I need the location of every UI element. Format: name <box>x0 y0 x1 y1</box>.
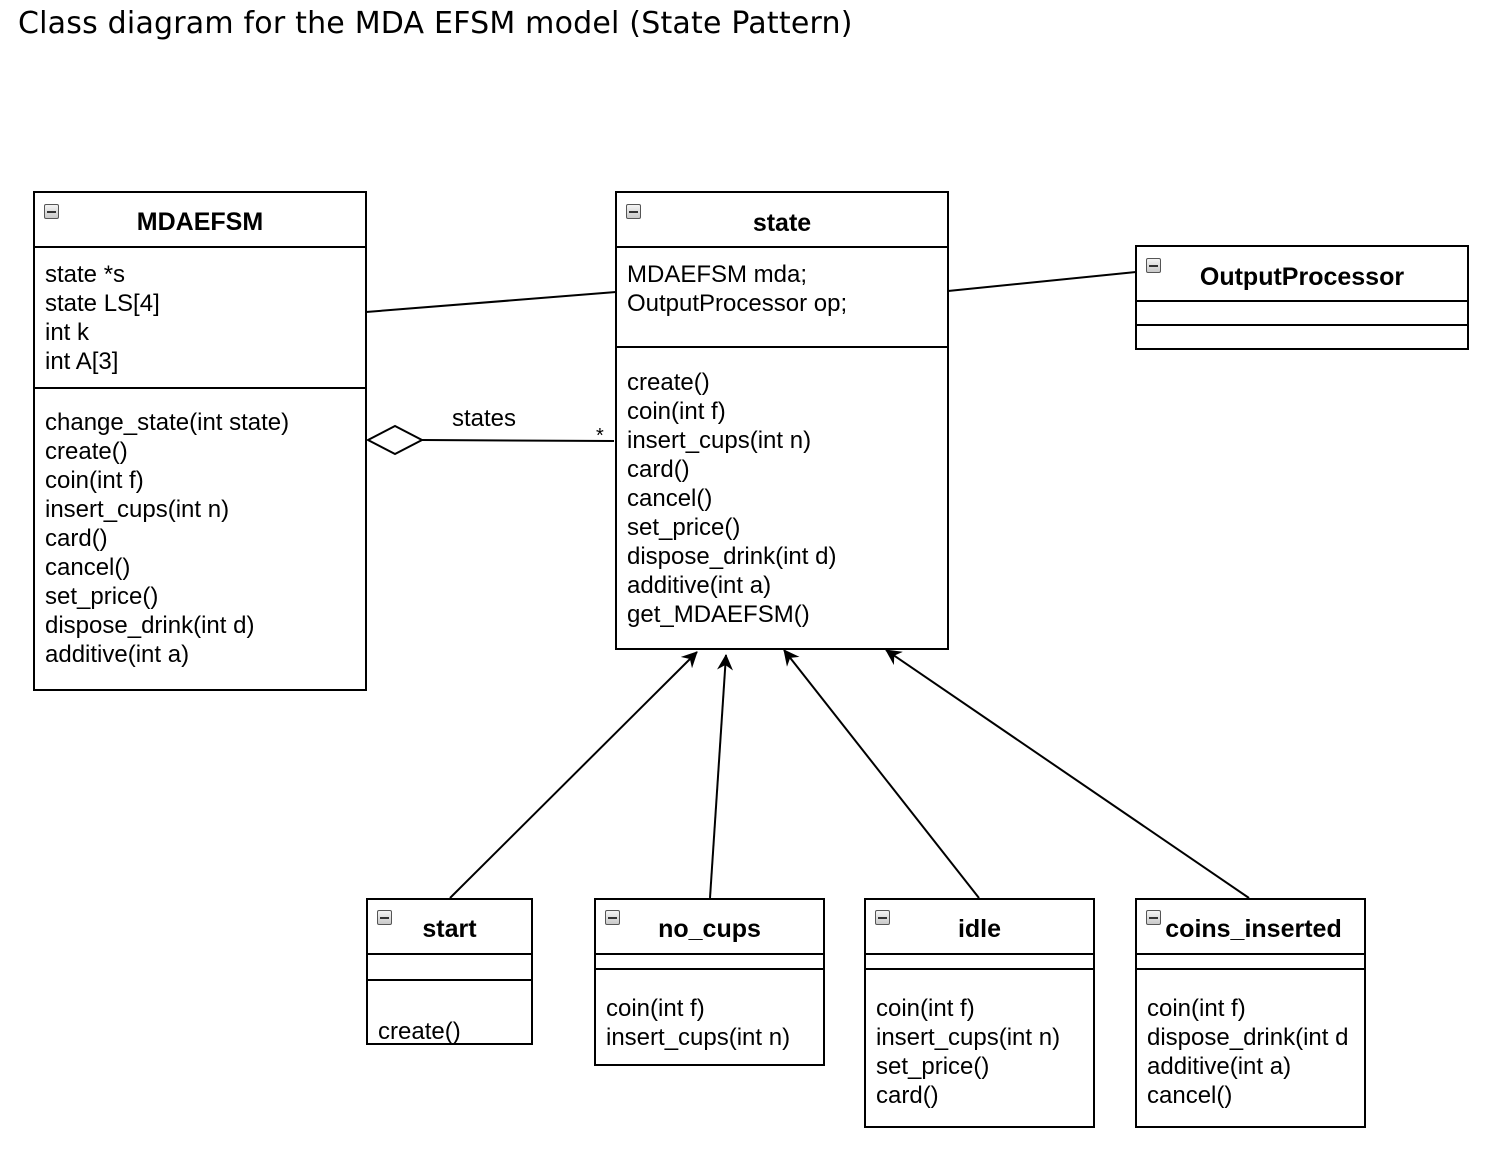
method: additive(int a) <box>627 572 772 599</box>
method: insert_cups(int n) <box>45 496 230 523</box>
method: coin(int f) <box>45 467 144 494</box>
method: create() <box>45 438 128 465</box>
method: insert_cups(int n) <box>627 427 812 454</box>
class-header: coins_inserted <box>1137 900 1364 955</box>
methods-section: coin(int f) insert_cups(int n) set_price… <box>866 970 1093 1110</box>
class-state: state MDAEFSM mda; OutputProcessor op; c… <box>615 191 949 650</box>
methods-section: create() <box>368 981 531 1046</box>
generalization-coins-inserted <box>885 649 1250 899</box>
attribute: OutputProcessor op; <box>627 290 848 317</box>
method: set_price() <box>876 1053 990 1080</box>
class-header: state <box>617 193 947 248</box>
method: coin(int f) <box>876 995 975 1022</box>
method: insert_cups(int n) <box>606 1024 791 1051</box>
class-header: MDAEFSM <box>35 193 365 248</box>
method: set_price() <box>627 514 741 541</box>
method: create() <box>378 1018 461 1045</box>
method: card() <box>627 456 690 483</box>
method: create() <box>627 369 710 396</box>
collapse-icon[interactable] <box>605 910 620 925</box>
method: additive(int a) <box>45 641 190 668</box>
method: insert_cups(int n) <box>876 1024 1061 1051</box>
collapse-icon[interactable] <box>626 204 641 219</box>
attributes-section <box>596 955 823 970</box>
association-state-outputprocessor <box>947 271 1137 292</box>
class-name: state <box>752 209 812 237</box>
generalization-idle <box>783 649 980 899</box>
class-name: coins_inserted <box>1165 915 1342 943</box>
class-header: no_cups <box>596 900 823 955</box>
attribute: int k <box>45 319 90 346</box>
aggregation-multiplicity: * <box>596 425 604 447</box>
attributes-section <box>1137 302 1467 326</box>
generalization-no-cups <box>709 654 733 899</box>
methods-section <box>1137 326 1467 348</box>
class-name: start <box>422 915 477 943</box>
collapse-icon[interactable] <box>1146 910 1161 925</box>
method: dispose_drink(int d) <box>45 612 255 639</box>
class-idle: idle coin(int f) insert_cups(int n) set_… <box>864 898 1095 1128</box>
methods-section: coin(int f) dispose_drink(int d additive… <box>1137 970 1364 1110</box>
class-name: OutputProcessor <box>1199 263 1405 291</box>
class-coins-inserted: coins_inserted coin(int f) dispose_drink… <box>1135 898 1366 1128</box>
method: get_MDAEFSM() <box>627 601 810 628</box>
method: dispose_drink(int d) <box>627 543 837 570</box>
method: cancel() <box>1147 1082 1233 1109</box>
attributes-section <box>368 955 531 981</box>
collapse-icon[interactable] <box>377 910 392 925</box>
class-name: MDAEFSM <box>136 208 264 236</box>
method: dispose_drink(int d <box>1147 1024 1349 1051</box>
method: set_price() <box>45 583 159 610</box>
aggregation-diamond <box>365 424 425 456</box>
collapse-icon[interactable] <box>44 204 59 219</box>
method: cancel() <box>627 485 713 512</box>
attribute: state LS[4] <box>45 290 160 317</box>
collapse-icon[interactable] <box>1146 258 1161 273</box>
class-name: idle <box>957 915 1002 943</box>
method: cancel() <box>45 554 131 581</box>
class-header: OutputProcessor <box>1137 247 1467 302</box>
attribute: int A[3] <box>45 348 119 375</box>
attributes-section <box>866 955 1093 970</box>
attribute: state *s <box>45 261 126 288</box>
diagram-title: Class diagram for the MDA EFSM model (St… <box>18 6 853 41</box>
attribute: MDAEFSM mda; <box>627 261 808 288</box>
class-no-cups: no_cups coin(int f) insert_cups(int n) <box>594 898 825 1066</box>
methods-section: change_state(int state) create() coin(in… <box>35 389 365 669</box>
method: change_state(int state) <box>45 409 290 436</box>
attributes-section: MDAEFSM mda; OutputProcessor op; <box>617 248 947 348</box>
class-name: no_cups <box>658 915 761 943</box>
method: card() <box>45 525 108 552</box>
generalization-start <box>449 651 698 899</box>
collapse-icon[interactable] <box>875 910 890 925</box>
aggregation-line <box>421 439 615 442</box>
aggregation-role-label: states <box>452 405 517 432</box>
attributes-section: state *s state LS[4] int k int A[3] <box>35 248 365 389</box>
methods-section: create() coin(int f) insert_cups(int n) … <box>617 348 947 629</box>
association-mdaefsm-state <box>365 291 617 313</box>
method: coin(int f) <box>606 995 705 1022</box>
class-header: start <box>368 900 531 955</box>
class-mdaefsm: MDAEFSM state *s state LS[4] int k int A… <box>33 191 367 691</box>
class-output-processor: OutputProcessor <box>1135 245 1469 350</box>
methods-section: coin(int f) insert_cups(int n) <box>596 970 823 1052</box>
class-start: start create() <box>366 898 533 1045</box>
method: coin(int f) <box>627 398 726 425</box>
method: additive(int a) <box>1147 1053 1292 1080</box>
method: card() <box>876 1082 939 1109</box>
method: coin(int f) <box>1147 995 1246 1022</box>
class-header: idle <box>866 900 1093 955</box>
attributes-section <box>1137 955 1364 970</box>
